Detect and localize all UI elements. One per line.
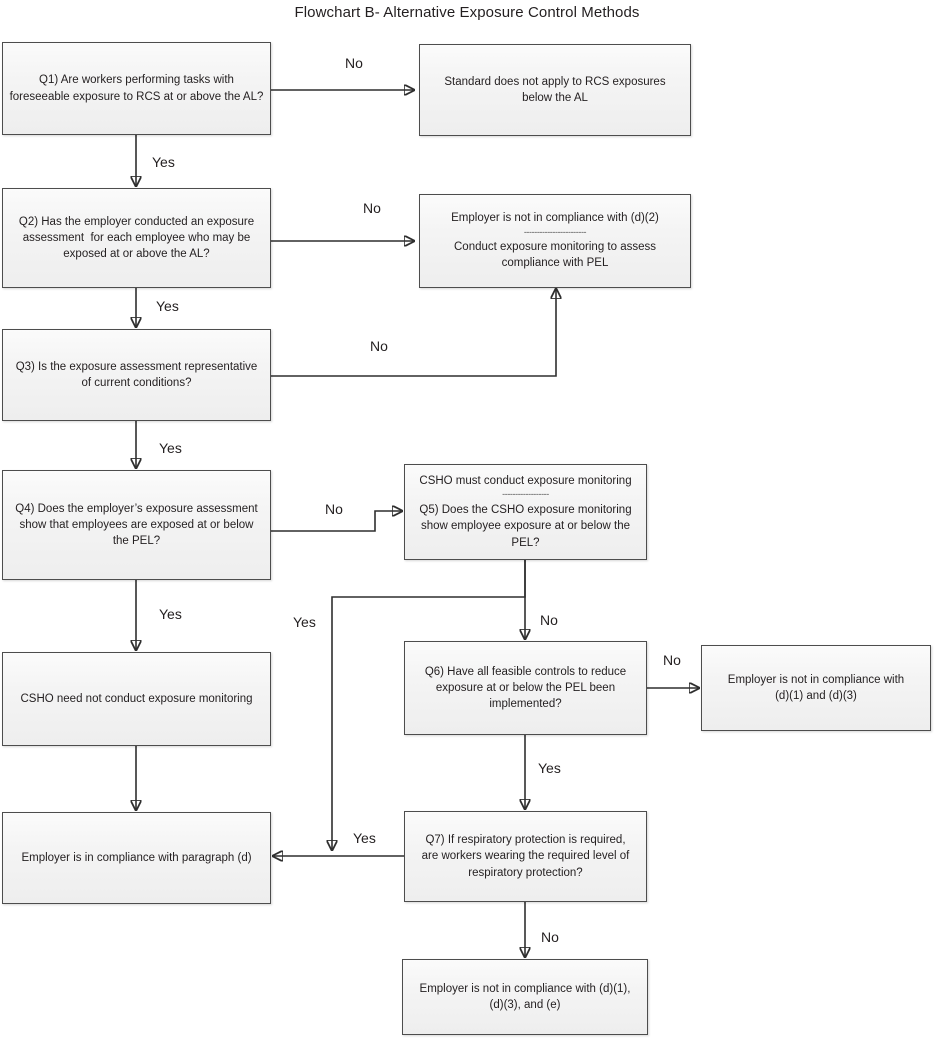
node-standard-not-applicable[interactable]: Standard does not apply to RCS exposures… [419, 44, 691, 136]
edge-label-q2-no: No [363, 200, 381, 216]
edge-label-q5-no: No [540, 612, 558, 628]
page-title: Flowchart B- Alternative Exposure Contro… [294, 4, 640, 21]
node-d2-line2: Conduct exposure monitoring to assess [454, 241, 656, 254]
node-q5-line1: CSHO must conduct exposure monitoring [419, 475, 632, 488]
edge-label-q4-yes: Yes [159, 606, 182, 622]
node-q2-line3: exposed at or above the AL? [63, 248, 210, 261]
node-q5-line4: PEL? [511, 536, 540, 549]
node-q2[interactable]: Q2) Has the employer conducted an exposu… [2, 188, 271, 288]
node-q7-line2: are workers wearing the required level o… [421, 850, 630, 863]
node-standard-na-line1: Standard does not apply to RCS exposures [444, 75, 666, 88]
node-q7[interactable]: Q7) If respiratory protection is require… [404, 811, 647, 902]
node-d1d3-line1: Employer is not in compliance with [727, 673, 905, 686]
node-d1d3-line2: (d)(1) and (d)(3) [775, 690, 857, 702]
edge-label-q5-yes: Yes [293, 614, 316, 630]
edge-label-q6-yes: Yes [538, 760, 561, 776]
node-q1[interactable]: Q1) Are workers performing tasks with fo… [2, 42, 271, 135]
node-d2-separator: ------------------------ [523, 226, 587, 237]
node-q1-line1: Q1) Are workers performing tasks with [39, 74, 234, 87]
node-standard-na-line2: below the AL [522, 92, 588, 104]
node-noncompliance-d1-d3-e[interactable]: Employer is not in compliance with (d)(1… [402, 959, 648, 1035]
node-csho-not-needed[interactable]: CSHO need not conduct exposure monitorin… [2, 652, 271, 746]
node-noncompliance-d1-d3[interactable]: Employer is not in compliance with (d)(1… [701, 645, 931, 731]
node-d2-line3: compliance with PEL [501, 257, 609, 270]
node-q5-separator: ------------------ [502, 489, 549, 500]
node-q4-line2: show that employees are exposed at or be… [19, 518, 254, 531]
edge-label-q3-yes: Yes [159, 440, 182, 456]
node-d2-line1: Employer is not in compliance with (d)(2… [451, 212, 659, 225]
node-d1d3e-line2: (d)(3), and (e) [489, 999, 561, 1011]
node-q3[interactable]: Q3) Is the exposure assessment represent… [2, 329, 271, 421]
node-q5-line2: Q5) Does the CSHO exposure monitoring [419, 503, 632, 516]
edge-label-q6-no: No [663, 652, 681, 668]
edge-label-q2-yes: Yes [156, 298, 179, 314]
node-q1-line2: foreseeable exposure to RCS at or above … [9, 90, 264, 103]
node-d1d3e-line1: Employer is not in compliance with (d)(1… [419, 982, 631, 995]
node-q7-line3: respiratory protection? [468, 866, 583, 879]
node-compliance-d-line1: Employer is in compliance with paragraph… [21, 851, 252, 864]
node-q6-line3: implemented? [489, 698, 562, 711]
node-q2-line1: Q2) Has the employer conducted an exposu… [18, 215, 255, 228]
edge-label-q7-no: No [541, 929, 559, 945]
node-q4-line3: the PEL? [112, 535, 161, 548]
edge-label-q1-yes: Yes [152, 154, 175, 170]
node-q5[interactable]: CSHO must conduct exposure monitoring --… [404, 464, 647, 560]
node-q6[interactable]: Q6) Have all feasible controls to reduce… [404, 641, 647, 735]
node-q7-line1: Q7) If respiratory protection is require… [425, 834, 626, 846]
node-q3-line1: Q3) Is the exposure assessment represent… [15, 360, 258, 373]
node-q4-line1: Q4) Does the employer’s exposure assessm… [15, 502, 258, 515]
node-q4[interactable]: Q4) Does the employer’s exposure assessm… [2, 470, 271, 580]
edge-label-q1-no: No [345, 55, 363, 71]
node-q5-line3: show employee exposure at or below the [420, 520, 631, 533]
edge-label-q7-yes: Yes [353, 830, 376, 846]
node-compliance-paragraph-d[interactable]: Employer is in compliance with paragraph… [2, 812, 271, 904]
node-q2-line2: assessment for each employee who may be [22, 231, 251, 244]
node-q6-line1: Q6) Have all feasible controls to reduce [424, 665, 627, 678]
edge-label-q4-no: No [325, 501, 343, 517]
edge-q3-no [271, 289, 556, 377]
node-q6-line2: exposure at or below the PEL been [435, 681, 616, 694]
edge-label-q3-no: No [370, 338, 388, 354]
node-noncompliance-d2[interactable]: Employer is not in compliance with (d)(2… [419, 194, 691, 288]
node-q3-line2: of current conditions? [81, 377, 192, 389]
node-csho-not-needed-line1: CSHO need not conduct exposure monitorin… [20, 692, 253, 705]
